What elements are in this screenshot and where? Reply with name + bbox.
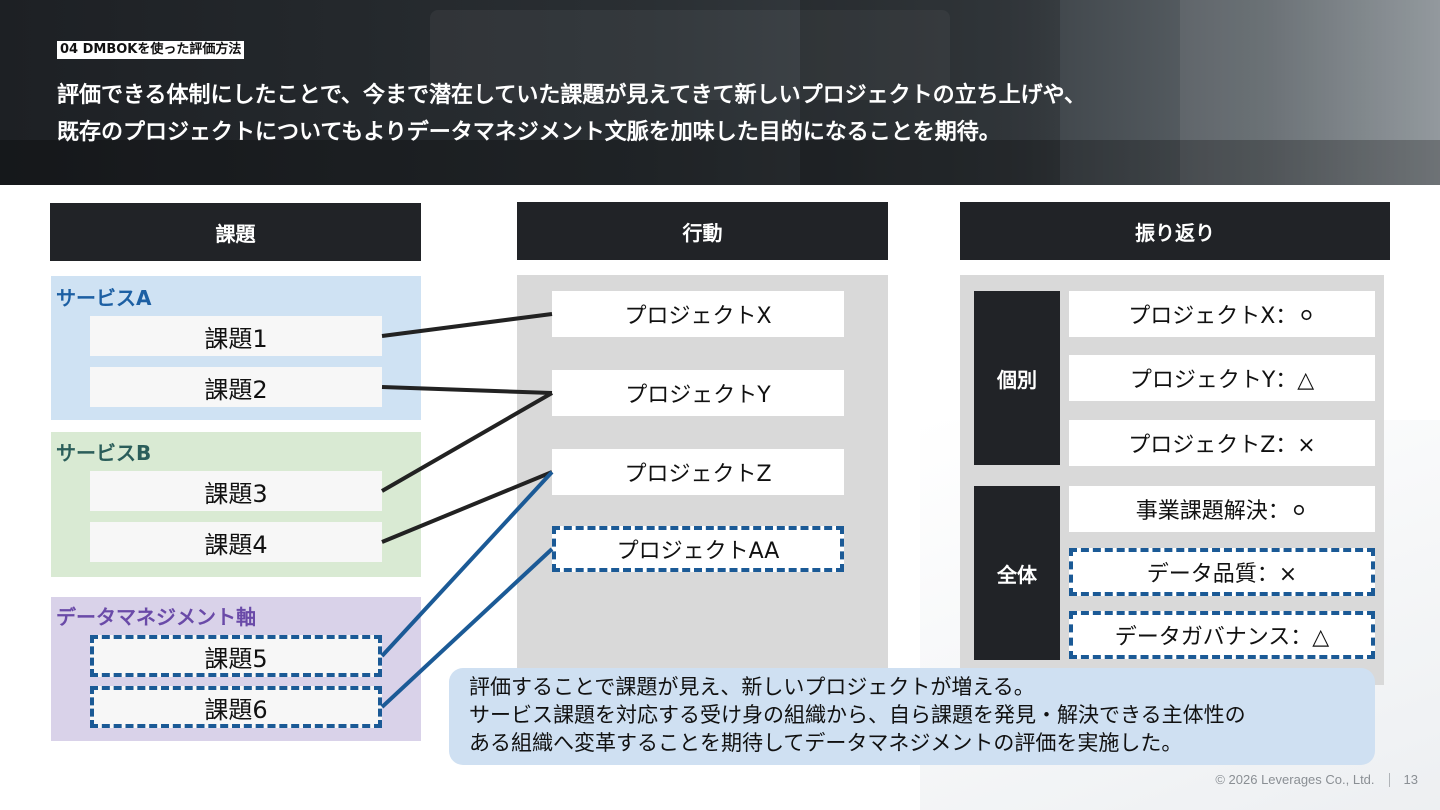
page-number: 13 bbox=[1403, 772, 1418, 787]
review-item: プロジェクトY：△ bbox=[1069, 355, 1375, 401]
headline-line: 既存のプロジェクトについてもよりデータマネジメント文脈を加味した目的になることを… bbox=[57, 120, 1001, 145]
review-label-individual: 個別 bbox=[974, 291, 1060, 465]
issue-box: 課題2 bbox=[90, 367, 382, 407]
header-banner: 04 DMBOKを使った評価方法 評価できる体制にしたことで、今まで潜在していた… bbox=[0, 0, 1440, 185]
issue-box-dm: 課題5 bbox=[90, 635, 382, 677]
review-item: プロジェクトZ：× bbox=[1069, 420, 1375, 466]
review-label-overall: 全体 bbox=[974, 486, 1060, 660]
header-photo-shape bbox=[1180, 0, 1440, 185]
footer-separator bbox=[1388, 772, 1390, 787]
headline-line: 評価できる体制にしたことで、今まで潜在していた課題が見えてきて新しいプロジェクト… bbox=[57, 83, 1086, 108]
issue-box: 課題1 bbox=[90, 316, 382, 356]
group-label-service-a: サービスA bbox=[56, 286, 152, 310]
group-label-service-b: サービスB bbox=[56, 441, 152, 465]
issue-box: 課題3 bbox=[90, 471, 382, 511]
group-label-dm-axis: データマネジメント軸 bbox=[56, 605, 256, 629]
header-photo-shape bbox=[430, 10, 950, 100]
review-item: 事業課題解決：⚪ bbox=[1069, 486, 1375, 532]
callout-line: ある組織へ変革することを期待してデータマネジメントの評価を実施した。 bbox=[469, 731, 1183, 755]
issue-box: 課題4 bbox=[90, 522, 382, 562]
footer: © 2026 Leverages Co., Ltd. 13 bbox=[1215, 772, 1418, 787]
header-photo-shape bbox=[800, 0, 1060, 185]
copyright: © 2026 Leverages Co., Ltd. bbox=[1215, 772, 1375, 787]
headline: 評価できる体制にしたことで、今まで潜在していた課題が見えてきて新しいプロジェクト… bbox=[57, 77, 1257, 151]
section-tag: 04 DMBOKを使った評価方法 bbox=[57, 41, 245, 59]
summary-callout: 評価することで課題が見え、新しいプロジェクトが増える。 サービス課題を対応する受… bbox=[449, 668, 1375, 765]
connector-issue5-projectz bbox=[380, 470, 554, 658]
review-item-dm: データガバナンス：△ bbox=[1069, 611, 1375, 659]
project-box-new: プロジェクトAA bbox=[552, 526, 844, 572]
connector-issue2-projecty bbox=[381, 385, 553, 395]
connector-issue1-projectx bbox=[381, 312, 553, 338]
connector-issue3-projecty bbox=[381, 391, 553, 493]
project-box: プロジェクトZ bbox=[552, 449, 844, 495]
callout-line: サービス課題を対応する受け身の組織から、自ら課題を発見・解決できる主体性の bbox=[469, 703, 1246, 727]
column-header-issues: 課題 bbox=[50, 203, 421, 261]
connector-issue4-projectz bbox=[381, 470, 553, 544]
column-header-review: 振り返り bbox=[960, 202, 1390, 260]
column-header-actions: 行動 bbox=[517, 202, 888, 260]
header-photo-shape bbox=[0, 140, 1440, 185]
connector-issue6-projectaa bbox=[380, 547, 554, 709]
review-item: プロジェクトX：⚪ bbox=[1069, 291, 1375, 337]
project-box: プロジェクトX bbox=[552, 291, 844, 337]
callout-line: 評価することで課題が見え、新しいプロジェクトが増える。 bbox=[469, 675, 1035, 699]
project-box: プロジェクトY bbox=[552, 370, 844, 416]
review-item-dm: データ品質：× bbox=[1069, 548, 1375, 596]
issue-box-dm: 課題6 bbox=[90, 686, 382, 728]
